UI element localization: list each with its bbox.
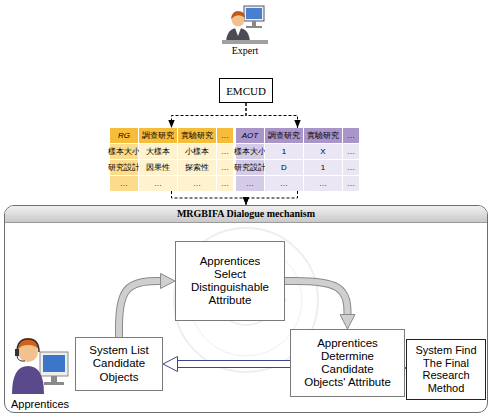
process-box: Apprentices Select Distinguishable Attri… [175, 241, 285, 321]
actor-label: Expert [232, 45, 259, 56]
dashed-arrow [172, 103, 247, 128]
block-arrow-outline [119, 281, 165, 337]
table-cell: … [110, 176, 138, 191]
block-arrow-body [119, 281, 165, 337]
apprentice-icon [12, 338, 68, 394]
table-cell: X [304, 144, 342, 159]
dashed-arrow [246, 103, 298, 128]
box-text: Apprentices Determine Candidate Objects'… [302, 337, 394, 390]
rule-table: RG調查研究實驗研究…樣本大小大樣本小樣本…研究設計因果性探索性…………… [110, 128, 233, 191]
table-cell: 大樣本 [139, 144, 177, 159]
table-cell: … [217, 176, 233, 191]
table-cell: … [343, 144, 359, 159]
table-cell: … [178, 176, 216, 191]
table-cell: 探索性 [178, 160, 216, 175]
flow-arrow [285, 281, 348, 319]
attribute-table: AOT調查研究實驗研究…樣本大小1X…研究設計D1…………… [236, 128, 359, 191]
box-text: Apprentices Select Distinguishable Attri… [184, 255, 276, 308]
table-cell: 實驗研究 [178, 128, 216, 143]
table-cell: 1 [304, 160, 342, 175]
table-cell: 因果性 [139, 160, 177, 175]
table-cell: 研究設計 [236, 160, 264, 175]
connector-line [172, 191, 247, 205]
process-box: Apprentices Determine Candidate Objects'… [290, 329, 405, 397]
block-arrow-outline [173, 360, 290, 368]
table-cell: 小樣本 [178, 144, 216, 159]
table-cell: 1 [265, 144, 303, 159]
connector-line [246, 103, 298, 128]
connector-line [246, 191, 298, 205]
dashed-arrow [172, 191, 247, 205]
block-arrow-body [285, 281, 348, 319]
table-cell: 調查研究 [265, 128, 303, 143]
flow-arrow [173, 364, 290, 365]
table-cell: … [343, 128, 359, 143]
table-cell: 調查研究 [139, 128, 177, 143]
table-cell: 樣本大小 [236, 144, 264, 159]
table-cell: … [217, 160, 233, 175]
actor-label: Apprentices [11, 398, 69, 410]
table-cell: … [217, 144, 233, 159]
block-arrow-outline [285, 281, 348, 319]
table-cell: 樣本大小 [110, 144, 138, 159]
box-text: System Find The Final Research Method [412, 344, 480, 395]
table-cell: D [265, 160, 303, 175]
table-cell: … [217, 128, 233, 143]
connector-line [172, 103, 247, 128]
expert-icon [222, 6, 268, 44]
frame-title: MRGBIFA Dialogue mechanism [5, 206, 487, 223]
process-box: System Find The Final Research Method [406, 339, 486, 400]
box-text: System List Candidate Objects [81, 344, 157, 384]
table-cell: 實驗研究 [304, 128, 342, 143]
table-cell: … [265, 176, 303, 191]
table-cell: … [304, 176, 342, 191]
table-cell: RG [110, 128, 138, 143]
dashed-arrow [246, 191, 298, 205]
mechanism-frame: MRGBIFA Dialogue mechanismApprentices Se… [4, 205, 488, 413]
process-box: System List Candidate Objects [75, 337, 163, 391]
block-arrow-body [173, 361, 290, 367]
table-cell: … [236, 176, 264, 191]
table-cell: … [139, 176, 177, 191]
table-cell: … [343, 176, 359, 191]
table-cell: 研究設計 [110, 160, 138, 175]
process-box: EMCUD [219, 78, 273, 103]
box-text: EMCUD [226, 85, 266, 97]
table-cell: … [343, 160, 359, 175]
flow-arrow [119, 281, 165, 337]
table-cell: AOT [236, 128, 264, 143]
